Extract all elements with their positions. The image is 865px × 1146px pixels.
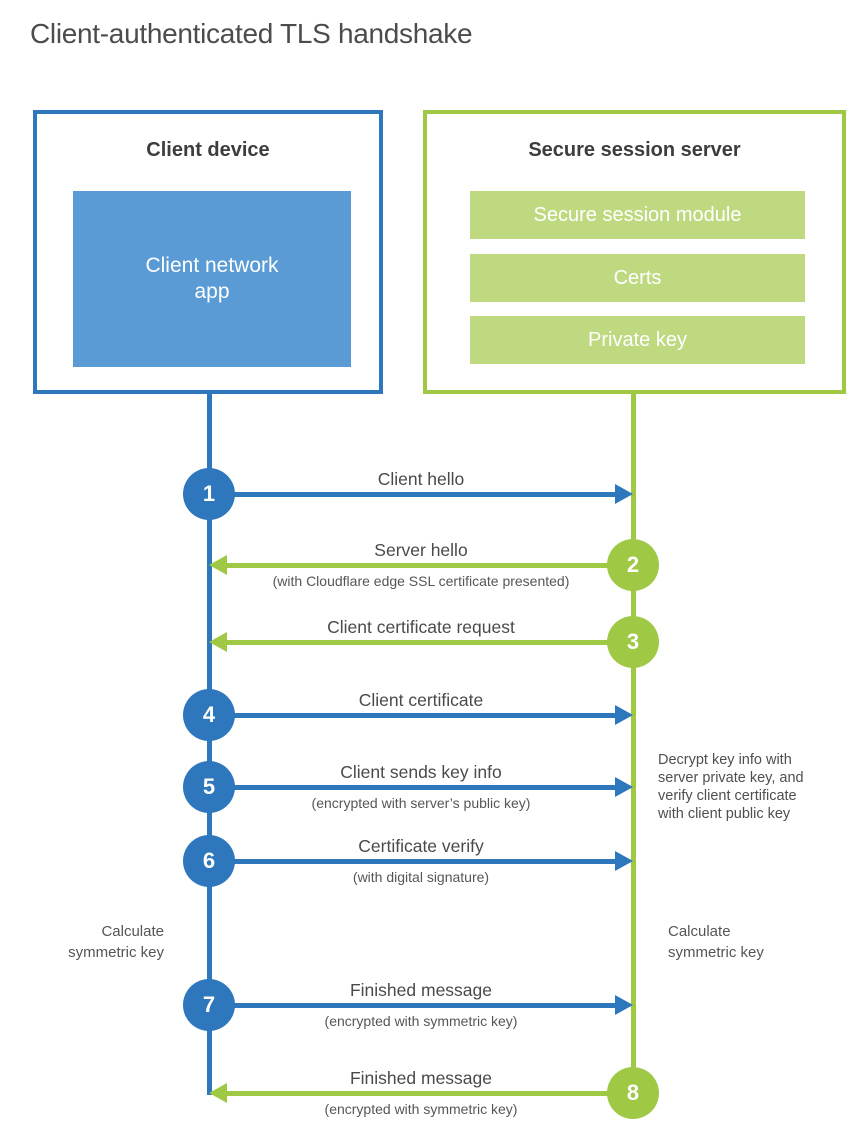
message-arrow-line [209, 1003, 616, 1008]
message-arrow-line [209, 859, 616, 864]
server-box-title: Secure session server [528, 139, 741, 161]
note-calculate-symmetric-key-client: Calculate symmetric key [68, 923, 164, 961]
client-network-app-box: Client network app [73, 191, 351, 367]
message-label: Server hello [374, 540, 468, 560]
message-arrow-line [209, 785, 616, 790]
arrowhead-right-icon [615, 851, 633, 871]
arrowhead-left-icon [209, 1083, 227, 1103]
message-arrow-line [209, 713, 616, 718]
message-sublabel: (with digital signature) [352, 869, 490, 885]
arrowhead-right-icon [615, 777, 633, 797]
message-label: Client certificate request [327, 617, 515, 637]
arrowhead-right-icon [615, 705, 633, 725]
step-number-badge: 7 [183, 979, 235, 1031]
message-arrow-line [209, 492, 616, 497]
message-label: Client sends key info [340, 762, 502, 782]
note-calculate-symmetric-key-server: Calculate symmetric key [668, 923, 764, 961]
server-module-secure-session: Secure session module [470, 191, 805, 239]
client-device-box: Client device Client network app [33, 110, 383, 394]
step-number-badge: 5 [183, 761, 235, 813]
step-number-badge: 2 [607, 539, 659, 591]
message-label: Finished message [349, 1068, 493, 1088]
server-module-certs: Certs [470, 254, 805, 302]
message-arrow-line [227, 1091, 633, 1096]
server-module-private-key: Private key [470, 316, 805, 364]
page-title: Client-authenticated TLS handshake [30, 18, 473, 49]
arrowhead-left-icon [209, 632, 227, 652]
arrowhead-right-icon [615, 995, 633, 1015]
client-device-title: Client device [146, 139, 270, 161]
message-label: Finished message [349, 980, 493, 1000]
note-decrypt-key-info: Decrypt key info with server private key… [658, 752, 804, 822]
message-label: Client certificate [358, 690, 484, 710]
server-box: Secure session server Secure session mod… [423, 110, 846, 394]
message-sublabel: (encrypted with server’s public key) [311, 795, 531, 811]
step-number-badge: 6 [183, 835, 235, 887]
client-lifeline [207, 392, 212, 1095]
step-number-badge: 1 [183, 468, 235, 520]
message-sublabel: (encrypted with symmetric key) [324, 1101, 518, 1117]
message-arrow-line [227, 640, 633, 645]
message-arrow-line [227, 563, 633, 568]
message-sublabel: (with Cloudflare edge SSL certificate pr… [272, 573, 570, 589]
arrowhead-left-icon [209, 555, 227, 575]
step-number-badge: 3 [607, 616, 659, 668]
arrowhead-right-icon [615, 484, 633, 504]
message-sublabel: (encrypted with symmetric key) [324, 1013, 518, 1029]
message-label: Certificate verify [358, 836, 484, 856]
server-lifeline [631, 392, 636, 1095]
step-number-badge: 4 [183, 689, 235, 741]
message-label: Client hello [377, 469, 465, 489]
step-number-badge: 8 [607, 1067, 659, 1119]
